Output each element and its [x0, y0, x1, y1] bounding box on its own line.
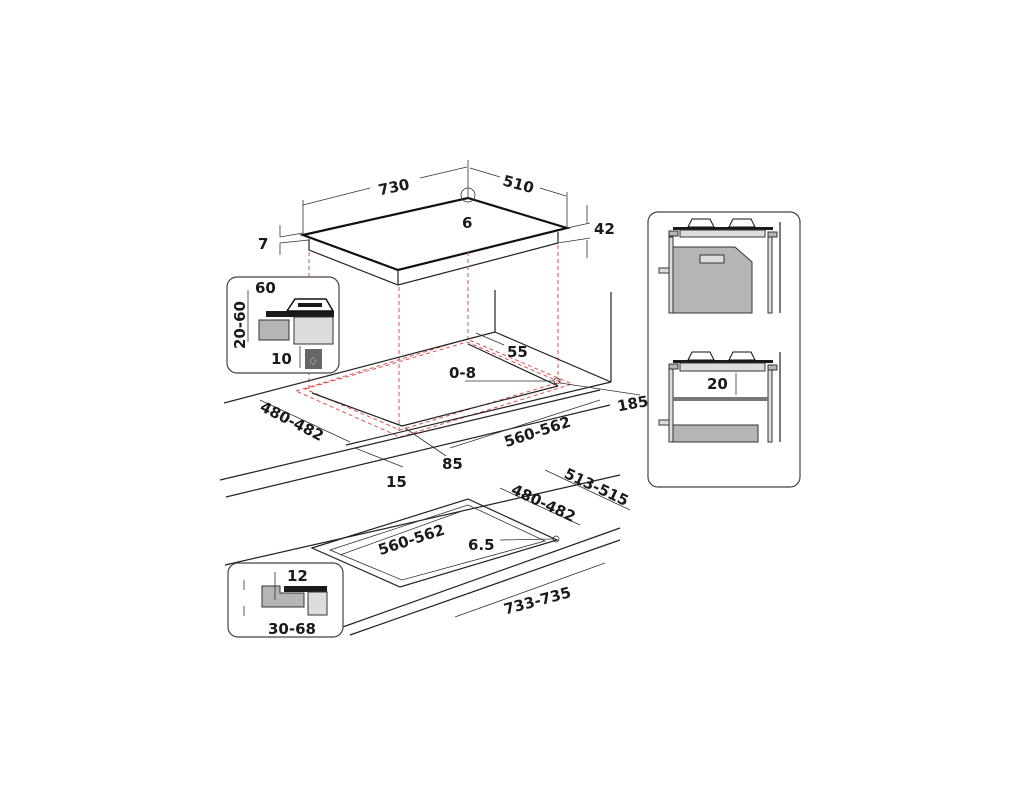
gas-flame-icon: ♢ — [308, 355, 318, 368]
detail-6-label: 6 — [462, 214, 472, 232]
detail-marker-circle — [460, 187, 476, 203]
inset-range-label: 20-60 — [231, 301, 249, 349]
cutout-width-label: 560-562 — [502, 413, 573, 451]
width-730-label: 730 — [377, 175, 411, 199]
glass-7-label: 7 — [258, 235, 268, 253]
inset-bottom-label: 10 — [271, 350, 292, 368]
outer-depth-label: 513-515 — [561, 464, 631, 509]
gap-20-label: 20 — [707, 375, 728, 393]
outer-width-label: 733-735 — [502, 583, 573, 618]
inner-width-label: 560-562 — [376, 521, 447, 559]
depth-510-label: 510 — [501, 172, 536, 197]
wall-gap-label: 185 — [616, 392, 650, 415]
rear-gap-label: 55 — [507, 343, 528, 361]
cutout-depth-label: 480-482 — [257, 398, 327, 445]
side-gap-label: 15 — [386, 473, 407, 491]
inset-top-label: 60 — [255, 279, 276, 297]
front-gap-label: 85 — [442, 455, 463, 473]
rebate-label: 12 — [287, 567, 308, 585]
worktop-drawing — [219, 290, 641, 498]
corner-radius-label: 6.5 — [468, 536, 495, 554]
bottom-inset — [227, 562, 344, 638]
height-42-label: 42 — [594, 220, 615, 238]
hob-drawing — [299, 196, 572, 286]
right-inset — [647, 211, 801, 488]
tolerance-label: 0-8 — [449, 364, 476, 382]
thickness-label: 30-68 — [268, 620, 316, 638]
left-inset: ♢ — [226, 276, 340, 374]
flush-mount-drawing — [224, 469, 631, 636]
top-dimension-lines — [279, 160, 591, 258]
